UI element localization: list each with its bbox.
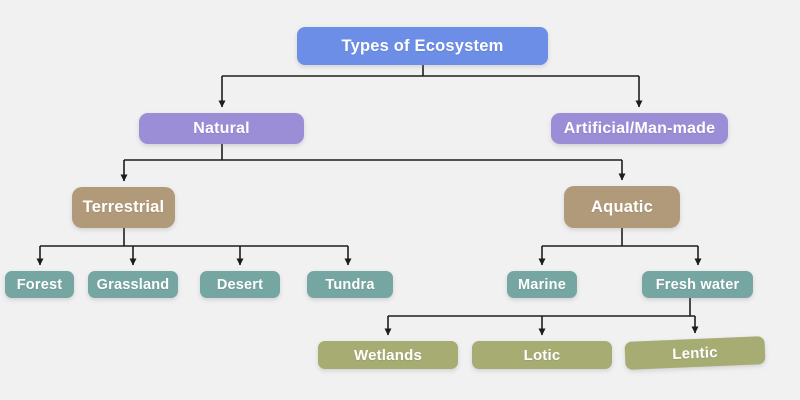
node-grassland: Grassland [88, 271, 178, 298]
node-terrestrial: Terrestrial [72, 187, 175, 228]
node-lotic: Lotic [472, 341, 612, 369]
node-fresh-water: Fresh water [642, 271, 753, 298]
node-types-of-ecosystem: Types of Ecosystem [297, 27, 548, 65]
node-lentic: Lentic [624, 336, 766, 370]
node-marine: Marine [507, 271, 577, 298]
node-tundra: Tundra [307, 271, 393, 298]
node-natural: Natural [139, 113, 304, 144]
node-artificial-man-made: Artificial/Man-made [551, 113, 728, 144]
node-desert: Desert [200, 271, 280, 298]
node-aquatic: Aquatic [564, 186, 680, 228]
node-forest: Forest [5, 271, 74, 298]
node-wetlands: Wetlands [318, 341, 458, 369]
